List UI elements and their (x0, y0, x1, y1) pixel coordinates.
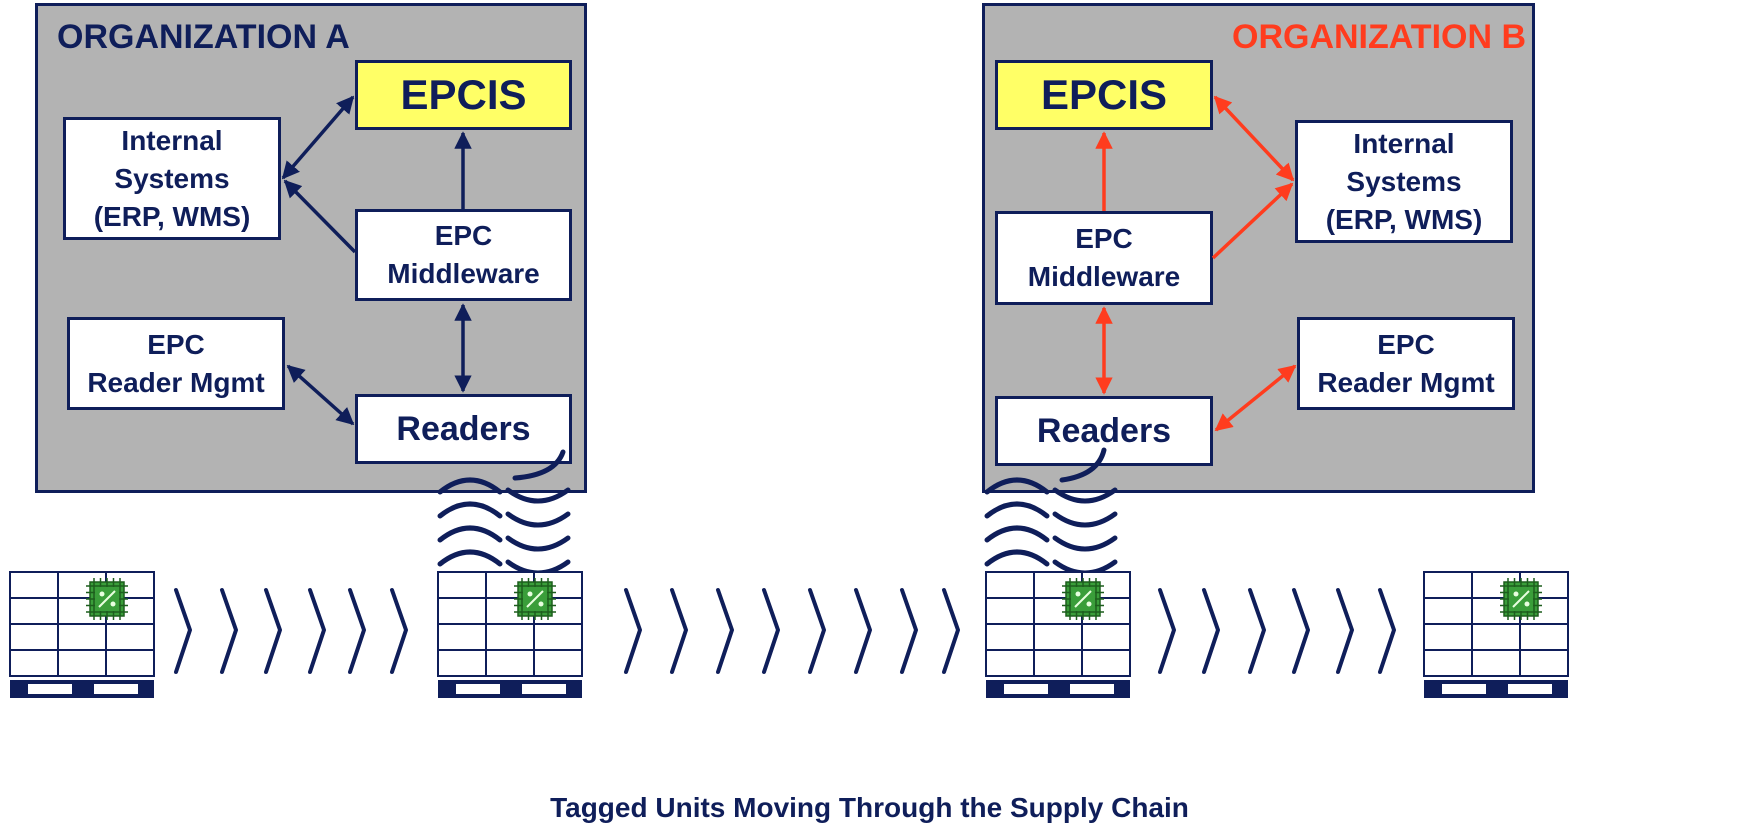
chevron-right-icon (1158, 588, 1176, 674)
chevron-right-icon (1336, 588, 1354, 674)
org-b-internal-systems-box: Internal Systems (ERP, WMS) (1295, 120, 1513, 243)
org-b-right-waves (1052, 487, 1118, 576)
arrow-epcis-internal-b (1213, 95, 1295, 182)
radio-wave-icon (984, 525, 1050, 543)
org-a-readers-label: Readers (396, 410, 531, 448)
radio-wave-icon (984, 477, 1050, 495)
supply-chain-caption: Tagged Units Moving Through the Supply C… (550, 792, 1189, 823)
org-b-left-waves (984, 477, 1050, 567)
radio-wave-group (437, 447, 1118, 576)
rfid-chip-icon (514, 578, 556, 620)
radio-wave-icon (437, 525, 503, 543)
pallet-2-icon (437, 571, 583, 698)
org-a-middleware-line-1: EPC (434, 220, 493, 251)
org-b-readers-label: Readers (1036, 412, 1172, 450)
chevron-right-icon (1378, 588, 1396, 674)
chevron-right-icon (942, 588, 960, 674)
org-a-reader-mgmt-line-2: Reader Mgmt (87, 366, 265, 398)
chevron-right-icon (900, 588, 918, 674)
chevron-right-icon (390, 588, 408, 674)
chevron-right-icon (1292, 588, 1310, 674)
org-a-internal-systems-box: Internal Systems (ERP, WMS) (63, 117, 281, 240)
org-b-epcis-label: EPCIS (1040, 71, 1168, 118)
arrow-reader-mgmt-readers-b (1214, 364, 1297, 432)
org-a-left-waves (437, 477, 503, 567)
radio-wave-icon (505, 511, 571, 528)
chevron-right-icon (670, 588, 688, 674)
radio-wave-icon (437, 549, 503, 567)
organization-a-title: ORGANIZATION A (57, 18, 350, 56)
org-b-internal-line-1: Internal (1353, 127, 1455, 159)
radio-wave-icon (437, 477, 503, 495)
org-b-reader-mgmt-line-1: EPC (1377, 328, 1435, 360)
chevron-right-icon (264, 588, 282, 674)
radio-wave-icon (505, 535, 571, 552)
org-a-internal-line-3: (ERP, WMS) (93, 200, 251, 232)
chevron-right-icon (808, 588, 826, 674)
chevron-right-icon (174, 588, 192, 674)
chevron-right-icon (308, 588, 326, 674)
rfid-chip-icon (86, 578, 128, 620)
radio-wave-icon (984, 501, 1050, 519)
org-a-reader-mgmt-box: EPC Reader Mgmt (67, 317, 285, 410)
chevron-right-icon (348, 588, 366, 674)
pallet-1-icon (9, 571, 155, 698)
pallet-3-icon (985, 571, 1131, 698)
chevron-right-icon (1202, 588, 1220, 674)
rfid-chip-icon (1500, 578, 1542, 620)
radio-wave-icon (437, 501, 503, 519)
org-b-reader-mgmt-line-2: Reader Mgmt (1317, 366, 1495, 398)
arrow-internal-to-epcis-a (281, 95, 355, 180)
org-a-internal-line-1: Internal (121, 124, 223, 156)
org-a-middleware-box: EPC Middleware (355, 209, 572, 301)
org-b-reader-mgmt-box: EPC Reader Mgmt (1297, 317, 1515, 410)
org-b-middleware-box: EPC Middleware (995, 211, 1213, 305)
radio-wave-icon (1052, 511, 1118, 528)
organization-b-title: ORGANIZATION B (1232, 18, 1527, 56)
pallet-group (9, 571, 1569, 698)
chevron-right-icon (762, 588, 780, 674)
arrow-middleware-to-internal-a (283, 179, 357, 254)
org-a-middleware-line-2: Middleware (387, 258, 540, 289)
org-a-epcis-box: EPCIS (355, 60, 572, 130)
chevron-right-icon (624, 588, 642, 674)
radio-wave-icon (1052, 535, 1118, 552)
chevron-right-icon (716, 588, 734, 674)
org-a-epcis-label: EPCIS (400, 71, 527, 118)
reader-a-curl (512, 449, 566, 481)
org-b-epcis-box: EPCIS (995, 60, 1213, 130)
chevron-group (174, 588, 1396, 674)
reader-b-curl (1059, 447, 1107, 483)
radio-wave-icon (1052, 487, 1118, 504)
org-b-middleware-line-2: Middleware (1027, 261, 1181, 292)
rfid-chip-icon (1062, 578, 1104, 620)
org-a-internal-line-2: Systems (114, 162, 230, 194)
radio-wave-icon (505, 487, 571, 504)
org-a-right-waves (505, 487, 571, 576)
org-a-reader-mgmt-line-1: EPC (147, 328, 205, 360)
org-b-middleware-line-1: EPC (1075, 223, 1133, 254)
pallet-4-icon (1423, 571, 1569, 698)
chevron-right-icon (854, 588, 872, 674)
arrow-reader-mgmt-readers-a (286, 364, 355, 426)
chevron-right-icon (1248, 588, 1266, 674)
chevron-right-icon (220, 588, 238, 674)
org-b-internal-line-3: (ERP, WMS) (1325, 203, 1483, 235)
org-b-internal-line-2: Systems (1346, 165, 1462, 197)
arrow-middleware-to-internal-b (1211, 182, 1294, 260)
radio-wave-icon (984, 549, 1050, 567)
org-a-readers-box: Readers (355, 394, 572, 464)
